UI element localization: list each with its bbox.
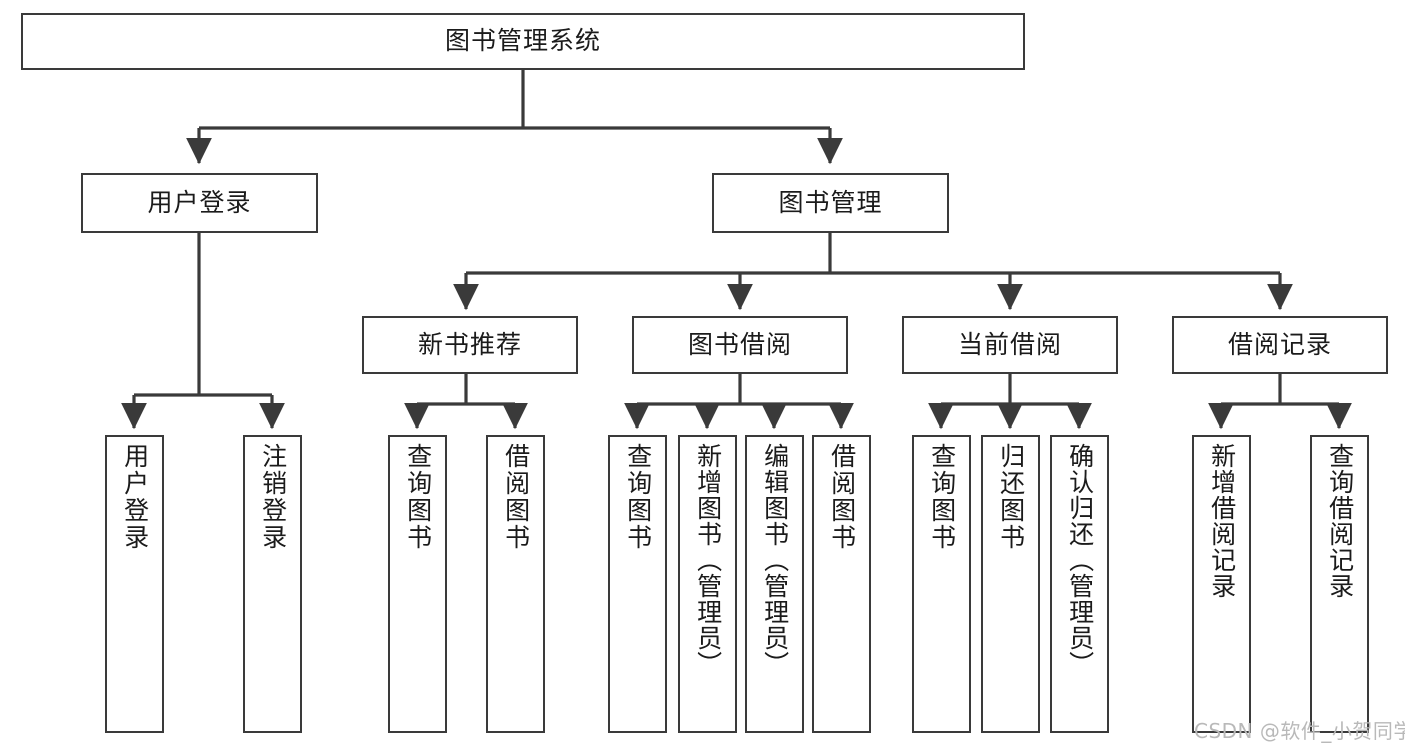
leaf-user-logout[interactable]: 注销登录 <box>243 435 302 733</box>
node-label: 图书管理系统 <box>444 26 601 56</box>
csdn-watermark: CSDN @软件_小贺同学 <box>1194 719 1405 743</box>
node-label: 归还图书 <box>996 443 1026 551</box>
node-label: 查询图书 <box>403 443 433 551</box>
node-label: 图书管理 <box>778 187 883 217</box>
leaf-search-book-borrow[interactable]: 查询图书 <box>608 435 667 733</box>
leaf-edit-book-admin[interactable]: 编辑图书（管理员） <box>745 435 804 733</box>
node-user-login[interactable]: 用户登录 <box>81 173 318 233</box>
node-label: 借阅图书 <box>827 443 857 551</box>
node-label: 借阅图书 <box>501 443 531 551</box>
leaf-search-book-current[interactable]: 查询图书 <box>912 435 971 733</box>
node-label: 用户登录 <box>120 443 150 551</box>
node-label: 编辑图书（管理员） <box>760 443 790 677</box>
node-label: 查询借阅记录 <box>1325 443 1355 599</box>
leaf-add-borrow-record[interactable]: 新增借阅记录 <box>1192 435 1251 733</box>
node-current-borrow[interactable]: 当前借阅 <box>902 316 1118 374</box>
node-label: 新增图书（管理员） <box>693 443 723 677</box>
node-label: 新书推荐 <box>417 329 522 359</box>
node-book-borrow[interactable]: 图书借阅 <box>632 316 848 374</box>
node-label: 用户登录 <box>147 187 252 217</box>
node-book-management[interactable]: 图书管理 <box>712 173 949 233</box>
leaf-search-borrow-record[interactable]: 查询借阅记录 <box>1310 435 1369 733</box>
leaf-add-book-admin[interactable]: 新增图书（管理员） <box>678 435 737 733</box>
leaf-user-login[interactable]: 用户登录 <box>105 435 164 733</box>
leaf-borrow-book-recommend[interactable]: 借阅图书 <box>486 435 545 733</box>
leaf-confirm-return-admin[interactable]: 确认归还（管理员） <box>1050 435 1109 733</box>
node-label: 借阅记录 <box>1227 329 1332 359</box>
node-label: 新增借阅记录 <box>1207 443 1237 599</box>
node-label: 查询图书 <box>927 443 957 551</box>
node-label: 注销登录 <box>258 443 288 551</box>
leaf-return-book[interactable]: 归还图书 <box>981 435 1040 733</box>
node-label: 图书借阅 <box>687 329 792 359</box>
node-label: 当前借阅 <box>957 329 1062 359</box>
node-system-root[interactable]: 图书管理系统 <box>21 13 1025 70</box>
node-new-book-recommend[interactable]: 新书推荐 <box>362 316 578 374</box>
leaf-search-book-recommend[interactable]: 查询图书 <box>388 435 447 733</box>
node-label: 确认归还（管理员） <box>1065 443 1095 677</box>
leaf-borrow-book[interactable]: 借阅图书 <box>812 435 871 733</box>
node-label: 查询图书 <box>623 443 653 551</box>
node-borrow-record[interactable]: 借阅记录 <box>1172 316 1388 374</box>
